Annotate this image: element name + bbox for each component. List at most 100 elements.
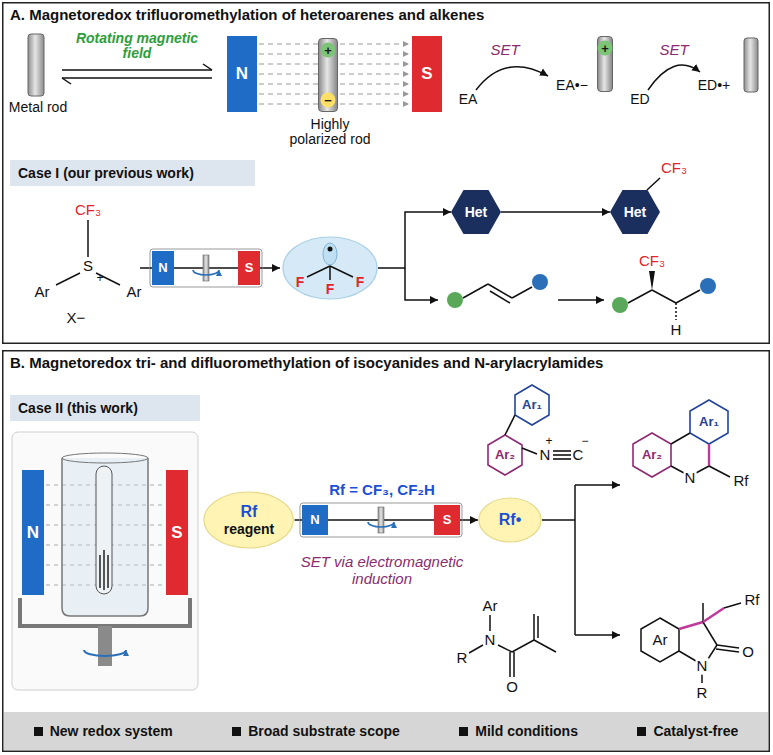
stirrer-photo	[62, 458, 148, 616]
node-text: Mild conditions	[475, 723, 578, 739]
oxindole-structure	[717, 645, 739, 648]
sulfonium-bonds	[87, 220, 89, 257]
structure-label: Ar₂	[642, 448, 662, 462]
magnet-pole: S	[238, 251, 260, 285]
acrylamide-structure	[513, 652, 515, 677]
oxindole-structure	[703, 622, 717, 645]
node-text: Catalyst-free	[653, 723, 738, 739]
bullet-square	[232, 727, 241, 736]
node-text: reagent	[224, 521, 275, 537]
reaction-arrow	[378, 212, 451, 268]
reaction-arrows	[405, 268, 438, 300]
set-arrows	[476, 65, 700, 90]
alkene-structures	[463, 284, 488, 298]
structure-label: +	[96, 272, 103, 285]
feature-item: Mild conditions	[459, 723, 578, 739]
isocyanide-structure	[488, 385, 571, 475]
case-band: Case II (this work)	[10, 395, 200, 421]
stirrer-photo	[12, 432, 198, 690]
heteroarene-hexagon-shape	[451, 190, 501, 234]
inline-magnet-case2	[300, 503, 462, 537]
magnet-pole: S	[434, 505, 460, 535]
node-text: +	[321, 43, 336, 58]
phenanthridine-structure	[633, 400, 730, 477]
alkene-structures	[488, 284, 512, 298]
oxindole-structure	[702, 603, 704, 622]
feature-item: Catalyst-free	[637, 723, 738, 739]
stirrer-photo	[99, 555, 101, 588]
charged-rod: +	[597, 36, 613, 92]
acrylamide-structure	[469, 645, 483, 653]
isocyanide-structure	[522, 448, 537, 454]
alkene-structures	[676, 290, 700, 303]
oxindole-structure	[716, 649, 739, 652]
equilibrium-arrows	[62, 64, 212, 84]
equilibrium-arrows	[62, 77, 212, 79]
isocyanide-structure	[553, 450, 571, 452]
heteroarene-hexagon: Het	[610, 190, 660, 234]
stirrer-photo	[12, 432, 198, 690]
magnet-pole: S	[166, 470, 188, 595]
structure-label: N	[484, 632, 497, 649]
set-arrows	[476, 67, 548, 90]
reagent-ellipse: Rfreagent	[203, 491, 294, 549]
node-text: S	[421, 64, 432, 84]
case-band: Case I (our previous work)	[10, 160, 255, 186]
oxindole-structure	[708, 645, 717, 659]
structure-label: ED•+	[698, 78, 731, 93]
structure-label: CF₃	[660, 160, 688, 177]
node-text: −	[321, 93, 336, 108]
node-text: N	[158, 261, 167, 276]
oxindole-structure	[641, 618, 679, 662]
reagent-ellipse-shape	[203, 491, 294, 549]
isocyanide-structure	[553, 458, 571, 460]
phenanthridine-structure	[671, 466, 684, 473]
structure-label: Ar	[482, 598, 499, 615]
inline-magnet-case2	[300, 503, 462, 537]
structure-label: CF₃	[74, 202, 102, 219]
feature-bar: New redox systemBroad substrate scopeMil…	[4, 712, 768, 750]
structure-label: SET	[490, 42, 519, 59]
acrylamide-structure	[537, 616, 539, 638]
heteroarene-hexagon: Het	[451, 190, 501, 234]
magnet-pole: N	[152, 251, 174, 285]
radical-ellipse-shape	[307, 266, 353, 280]
radical-ellipse-shape	[283, 237, 377, 299]
panel-frame: A. Magnetoredox trifluoromethylation of …	[2, 2, 770, 344]
structure-label: H	[670, 322, 683, 339]
alkene-structures	[512, 287, 532, 298]
oxindole-structure	[679, 651, 696, 661]
bullet-square	[34, 727, 43, 736]
isocyanide-structure	[553, 454, 571, 456]
structure-label: N	[539, 447, 552, 464]
structure-label: Metal rod	[9, 100, 67, 115]
neutral-rod	[744, 38, 758, 92]
structure-label: CF₃	[638, 253, 666, 270]
alkene-structures	[649, 271, 655, 290]
structure-label: Ar	[126, 284, 143, 301]
phenanthridine-structure	[709, 466, 730, 477]
phenanthridine-structure	[708, 444, 710, 466]
radical-ellipse-shape	[329, 266, 331, 280]
acrylamide-structure	[533, 614, 535, 640]
structure-label: Ar₂	[495, 448, 515, 462]
alkene-structures	[628, 290, 652, 303]
structure-label: ED	[630, 92, 649, 107]
radical-ellipse: Rf•	[478, 497, 542, 543]
node-text: Rf	[241, 503, 258, 521]
reagent-ellipse-shape	[204, 492, 293, 548]
structure-label: Ar	[34, 284, 51, 301]
structure-label: N	[684, 470, 697, 487]
isocyanide-structure	[515, 385, 549, 425]
structure-label: O	[505, 679, 519, 696]
alkene-structures	[612, 297, 628, 313]
phenanthridine-structure	[633, 433, 671, 477]
inline-magnet-case1	[150, 249, 262, 287]
heteroarene-hexagon-shape	[610, 190, 660, 234]
node-text: Het	[465, 204, 488, 220]
acrylamide-structure	[498, 645, 512, 652]
structure-label: −	[581, 435, 588, 448]
node-text: F	[296, 274, 305, 290]
structure-label: SET	[659, 42, 688, 59]
structure-label: EA•−	[556, 78, 588, 93]
